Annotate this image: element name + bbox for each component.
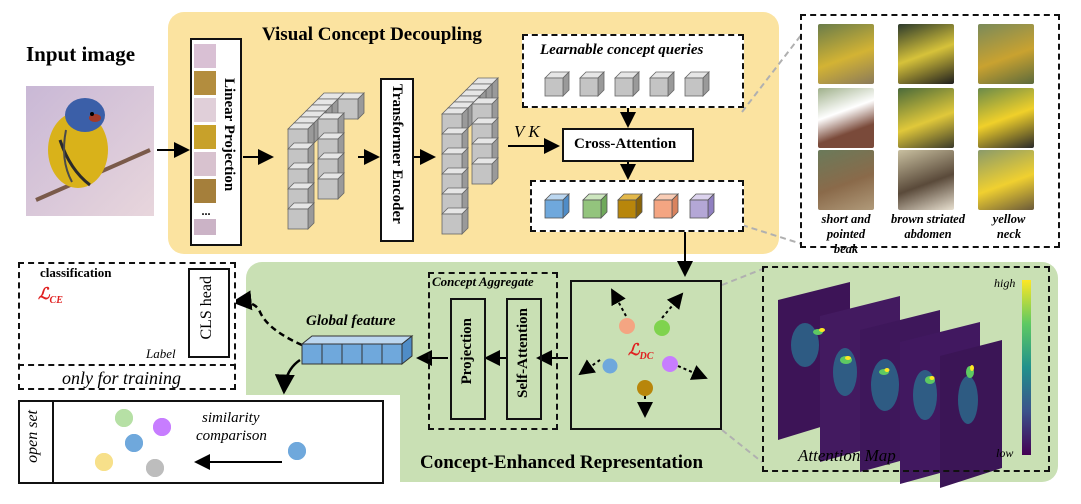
patch-thumb (194, 98, 216, 122)
patch-ellipsis: ... (201, 204, 211, 218)
feature-cubes-1 (287, 92, 365, 230)
example-bird-image (818, 150, 874, 210)
loss-dc-symbol: ℒ (628, 342, 640, 359)
attention-maps (778, 280, 1031, 488)
open-set-label: open set (24, 410, 41, 463)
label-axis: Label (146, 346, 176, 361)
self-attention-box (506, 298, 542, 420)
vk-label: V K (514, 122, 540, 141)
concept-token-cubes-front (544, 193, 715, 219)
patch-thumb (194, 44, 216, 68)
concept-dispersion-graphic (578, 288, 708, 418)
example-bird-image (898, 150, 954, 210)
cls-head-box (188, 268, 230, 358)
arrow-to-cls (231, 290, 303, 347)
only-for-training-label: only for training (62, 368, 182, 388)
example-bird-image (978, 24, 1034, 84)
loss-ce-symbol: ℒ (38, 286, 50, 303)
example-bird-image (978, 150, 1034, 210)
example-bird-image (818, 88, 874, 148)
patch-thumbnails: ... (194, 44, 218, 235)
attention-map-box (762, 266, 1050, 472)
example-bird-image (978, 88, 1034, 148)
concept-dot-purple (662, 356, 678, 372)
attention-map-title: Attention Map (798, 446, 896, 465)
connector-examples-bottom (741, 224, 806, 246)
concept-dot-blue (602, 358, 618, 374)
connector-attn-bottom (721, 429, 763, 463)
cross-attention-box (562, 128, 694, 162)
concept-dot-green (654, 320, 670, 336)
cls-head-label: CLS head (198, 276, 215, 340)
green-panel-notch (240, 395, 400, 495)
learnable-queries-label: Learnable concept queries (540, 42, 704, 58)
loss-dc-box (570, 280, 722, 430)
example-caption: short and pointed beak (821, 212, 871, 256)
loss-ce-subscript: CE (49, 295, 63, 307)
example-caption: brown striated abdomen (891, 212, 965, 241)
concept-aggregate-box (428, 272, 558, 430)
classification-label: classification (40, 265, 112, 280)
patch-thumb (194, 71, 216, 95)
arrow-to-openset (274, 358, 301, 395)
example-bird-image (898, 24, 954, 84)
patch-thumb (194, 152, 216, 176)
input-image-title: Input image (26, 42, 136, 66)
colorbar-high-label: high (994, 276, 1016, 290)
open-set-circles-front (95, 409, 306, 477)
loss-ce-label: ℒCE (38, 284, 63, 306)
transformer-encoder-label: Transformer Encoder (389, 84, 405, 224)
vcd-title: Visual Concept Decoupling (262, 24, 482, 45)
transformer-encoder-box (380, 78, 414, 242)
projection-label: Projection (459, 318, 475, 385)
global-feature-label: Global feature (306, 313, 396, 329)
attention-colorbar (1022, 280, 1031, 455)
training-divider (18, 364, 236, 366)
concept-dot-orange (619, 318, 635, 334)
linear-projection-label: Linear Projection (221, 78, 237, 192)
patch-thumb (194, 125, 216, 149)
input-bird-image (26, 86, 154, 216)
global-feature-cubes (300, 334, 414, 366)
connector-examples-top (741, 29, 806, 113)
projection-box (450, 298, 486, 420)
colorbar-low-label: low (996, 446, 1014, 460)
similarity-label: similarity (202, 410, 260, 426)
concept-aggregate-title: Concept Aggregate (432, 274, 534, 289)
concept-query-cubes-front (544, 71, 710, 97)
cer-title: Concept-Enhanced Representation (420, 452, 704, 473)
example-caption: yellow neck (992, 212, 1026, 241)
self-attention-label: Self-Attention (515, 308, 531, 398)
loss-dc-label: ℒDC (628, 340, 653, 362)
patch-thumb (194, 219, 216, 235)
comparison-label: comparison (196, 428, 267, 444)
loss-dc-subscript: DC (639, 351, 654, 363)
cross-attention-label: Cross-Attention (574, 136, 677, 152)
patch-thumb (194, 179, 216, 203)
example-bird-image (898, 88, 954, 148)
example-bird-image (818, 24, 874, 84)
open-set-box (18, 400, 384, 484)
concept-dot-brown (637, 380, 653, 396)
connector-attn-top (721, 267, 766, 286)
open-set-divider (52, 400, 54, 484)
feature-cubes-2 (441, 77, 499, 235)
